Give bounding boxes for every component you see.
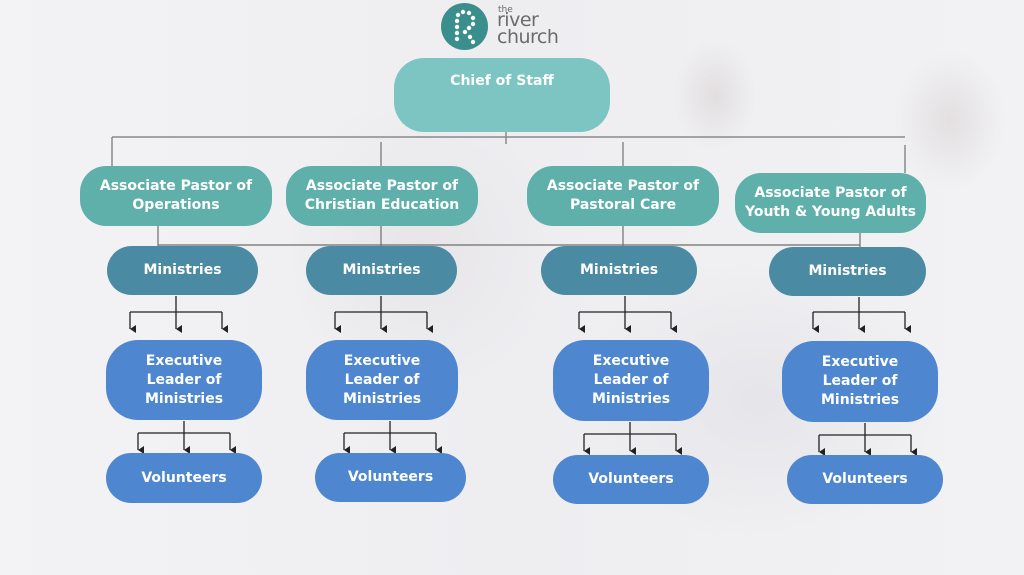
- logo-name-line1: river: [497, 9, 539, 31]
- ministries-label: Ministries: [342, 262, 421, 278]
- chief-of-staff-label: Chief of Staff: [450, 73, 554, 89]
- logo-name: river church: [497, 9, 559, 48]
- arrow-fan-2: [334, 296, 433, 333]
- executive-leader-node-4: Executive Leader of Ministries: [782, 341, 938, 422]
- arrow-fan-4: [812, 297, 911, 333]
- arrow-fan-6: [343, 421, 442, 454]
- volunteers-label: Volunteers: [347, 469, 434, 485]
- associate-christian-education-node: Associate Pastor of Christian Education: [286, 166, 478, 226]
- volunteers-node-3: Volunteers: [553, 455, 709, 504]
- executive-label: Executive Leader of Ministries: [144, 352, 224, 407]
- river-church-logo: the river church: [441, 3, 571, 51]
- ministries-node-3: Ministries: [541, 246, 697, 295]
- ministries-label: Ministries: [808, 263, 887, 279]
- arrow-fan-7: [583, 422, 682, 455]
- ministries-node-2: Ministries: [306, 246, 457, 295]
- executive-label: Executive Leader of Ministries: [342, 352, 422, 407]
- volunteers-label: Volunteers: [141, 469, 227, 486]
- associate-pastoral-care-node: Associate Pastor of Pastoral Care: [527, 166, 719, 226]
- executive-label: Executive Leader of Ministries: [820, 354, 900, 408]
- arrow-fan-1: [129, 296, 228, 333]
- ministries-node-4: Ministries: [769, 247, 926, 296]
- volunteers-node-4: Volunteers: [787, 455, 943, 504]
- arrow-fan-3: [578, 296, 677, 333]
- volunteers-label: Volunteers: [822, 471, 908, 487]
- logo-the-text: the: [498, 5, 513, 15]
- logo-dots-icon: [454, 9, 476, 45]
- associate-label: Associate Pastor of Youth & Young Adults: [744, 185, 916, 220]
- ministries-node-1: Ministries: [107, 246, 258, 295]
- executive-leader-node-1: Executive Leader of Ministries: [106, 340, 262, 420]
- executive-label: Executive Leader of Ministries: [591, 353, 671, 407]
- executive-leader-node-2: Executive Leader of Ministries: [306, 340, 458, 420]
- ministries-label: Ministries: [579, 262, 659, 278]
- associate-label: Associate Pastor of Pastoral Care: [546, 178, 700, 213]
- chief-of-staff-node: Chief of Staff: [394, 58, 610, 132]
- associate-operations-node: Associate Pastor of Operations: [80, 166, 272, 226]
- associate-label: Associate Pastor of Operations: [99, 178, 253, 213]
- arrow-fan-8: [818, 423, 917, 456]
- associate-label: Associate Pastor of Christian Education: [304, 178, 460, 213]
- ministries-label: Ministries: [143, 262, 222, 278]
- volunteers-label: Volunteers: [588, 471, 674, 487]
- logo-name-line2: church: [497, 26, 559, 48]
- associate-youth-node: Associate Pastor of Youth & Young Adults: [735, 173, 926, 233]
- volunteers-node-1: Volunteers: [106, 453, 262, 503]
- volunteers-node-2: Volunteers: [315, 453, 466, 502]
- arrow-fan-5: [137, 421, 236, 454]
- executive-leader-node-3: Executive Leader of Ministries: [553, 340, 709, 421]
